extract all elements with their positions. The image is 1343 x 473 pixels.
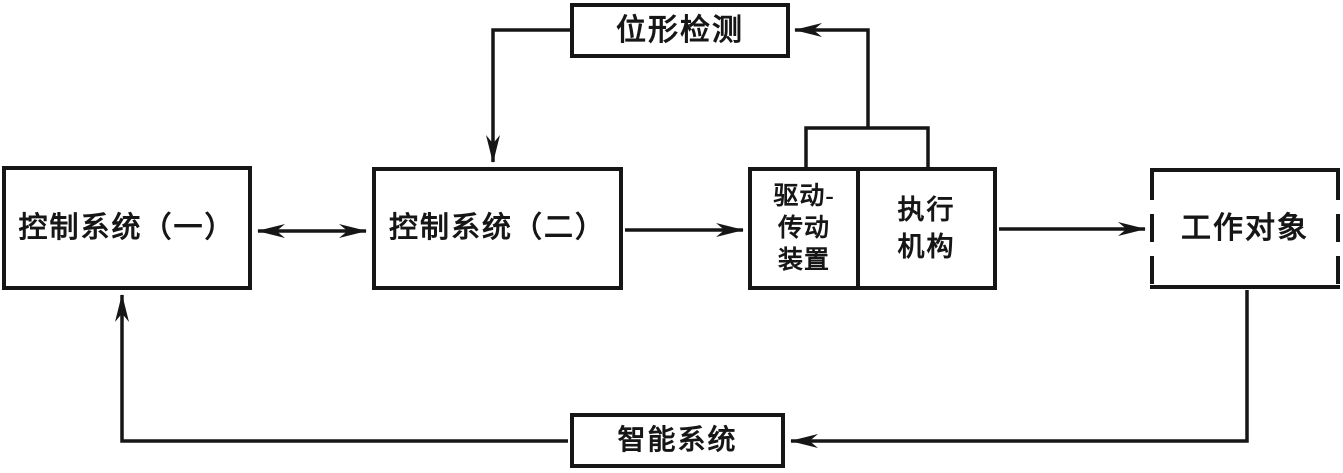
box-drive-transmission: 驱动- 传动 装置 [748,167,860,290]
box-drive-transmission-line1: 驱动- [773,182,835,210]
box-actuator: 执行 机构 [860,167,997,290]
work-object-dashed-left-edge [1150,172,1154,285]
box-position-detection: 位形检测 [570,3,790,58]
box-drive-transmission-line2: 传动 [777,214,830,242]
box-drive-transmission-line3: 装置 [777,246,830,274]
box-control-system-2: 控制系统（二） [372,167,623,290]
box-control-system-1-label: 控制系统（一） [18,211,236,244]
box-intelligent-system: 智能系统 [570,413,785,468]
box-actuator-line2: 机构 [897,231,956,262]
box-intelligent-system-label: 智能系统 [617,424,738,456]
box-control-system-2-label: 控制系统（二） [388,212,606,245]
box-work-object: 工作对象 [1150,168,1340,289]
arrow-bracket-to-detection [794,23,870,128]
box-actuator-line1: 执行 [897,195,956,226]
arrow-work-object-to-intelligent [790,290,1249,448]
box-work-object-label: 工作对象 [1181,211,1309,245]
work-object-dashed-right-edge [1336,172,1340,285]
line-drive-actuator-bracket [804,126,930,169]
arrow-detection-to-cs2 [486,28,572,163]
arrow-intelligent-to-cs1 [115,294,568,443]
box-control-system-1: 控制系统（一） [2,166,252,290]
box-position-detection-label: 位形检测 [616,13,744,47]
